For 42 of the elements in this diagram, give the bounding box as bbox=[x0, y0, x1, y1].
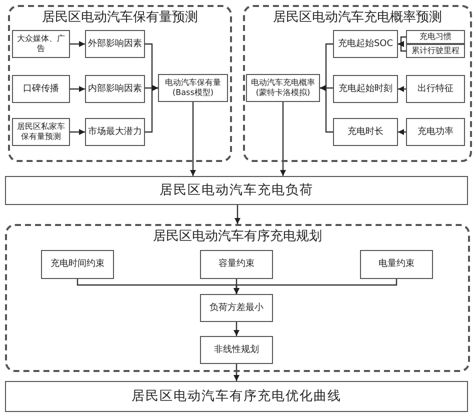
arrow bbox=[234, 322, 240, 336]
process-box: 充电功率 bbox=[406, 118, 465, 146]
arrow bbox=[70, 41, 85, 47]
process-box: 居民区私家车保有量预测 bbox=[12, 118, 70, 146]
process-box: 容量约束 bbox=[200, 250, 273, 279]
process-box: 负荷方差最小 bbox=[200, 294, 273, 322]
panel-title: 居民区电动汽车充电概率预测 bbox=[272, 10, 443, 26]
panel-title: 居民区电动汽车保有量预测 bbox=[41, 10, 199, 26]
process-box: 充电起始SOC bbox=[333, 30, 398, 58]
process-box: 市场最大潜力 bbox=[85, 118, 145, 146]
panel-title: 居民区电动汽车有序充电规划 bbox=[152, 229, 323, 245]
arrow bbox=[190, 102, 196, 176]
dashed-panel bbox=[5, 224, 470, 372]
process-box: 大众媒体、广告 bbox=[12, 30, 70, 58]
arrow bbox=[145, 85, 158, 133]
process-box: 居民区电动汽车有序充电优化曲线 bbox=[5, 381, 468, 412]
process-box: 电量约束 bbox=[360, 250, 433, 279]
arrow bbox=[398, 129, 406, 135]
process-box: 电动汽车充电概率 (蒙特卡洛模拟) bbox=[246, 74, 320, 102]
process-box: 内部影响因素 bbox=[85, 75, 145, 103]
arrow bbox=[70, 86, 85, 92]
process-box: 口碑传播 bbox=[12, 75, 70, 103]
arrow bbox=[398, 41, 406, 52]
arrow bbox=[234, 205, 240, 224]
process-box: 外部影响因素 bbox=[85, 30, 145, 58]
arrow bbox=[234, 279, 398, 294]
arrow bbox=[320, 85, 333, 133]
process-box: 充电时间约束 bbox=[41, 250, 114, 279]
dashed-panel bbox=[8, 5, 232, 162]
process-box: 出行特征 bbox=[406, 75, 465, 103]
process-box: 电动汽车保有量 (Bass模型) bbox=[158, 74, 228, 102]
process-box: 充电习惯 bbox=[406, 30, 465, 44]
process-box: 居民区电动汽车充电负荷 bbox=[5, 176, 468, 205]
arrow bbox=[398, 86, 406, 92]
process-box: 累计行驶里程 bbox=[406, 44, 465, 58]
process-box: 充电起始时刻 bbox=[333, 75, 398, 103]
arrow bbox=[70, 129, 85, 135]
process-box: 非线性规划 bbox=[200, 336, 273, 364]
arrow bbox=[280, 102, 286, 176]
dashed-panel bbox=[243, 5, 472, 162]
arrow bbox=[234, 364, 240, 381]
process-box: 充电时长 bbox=[333, 118, 398, 146]
